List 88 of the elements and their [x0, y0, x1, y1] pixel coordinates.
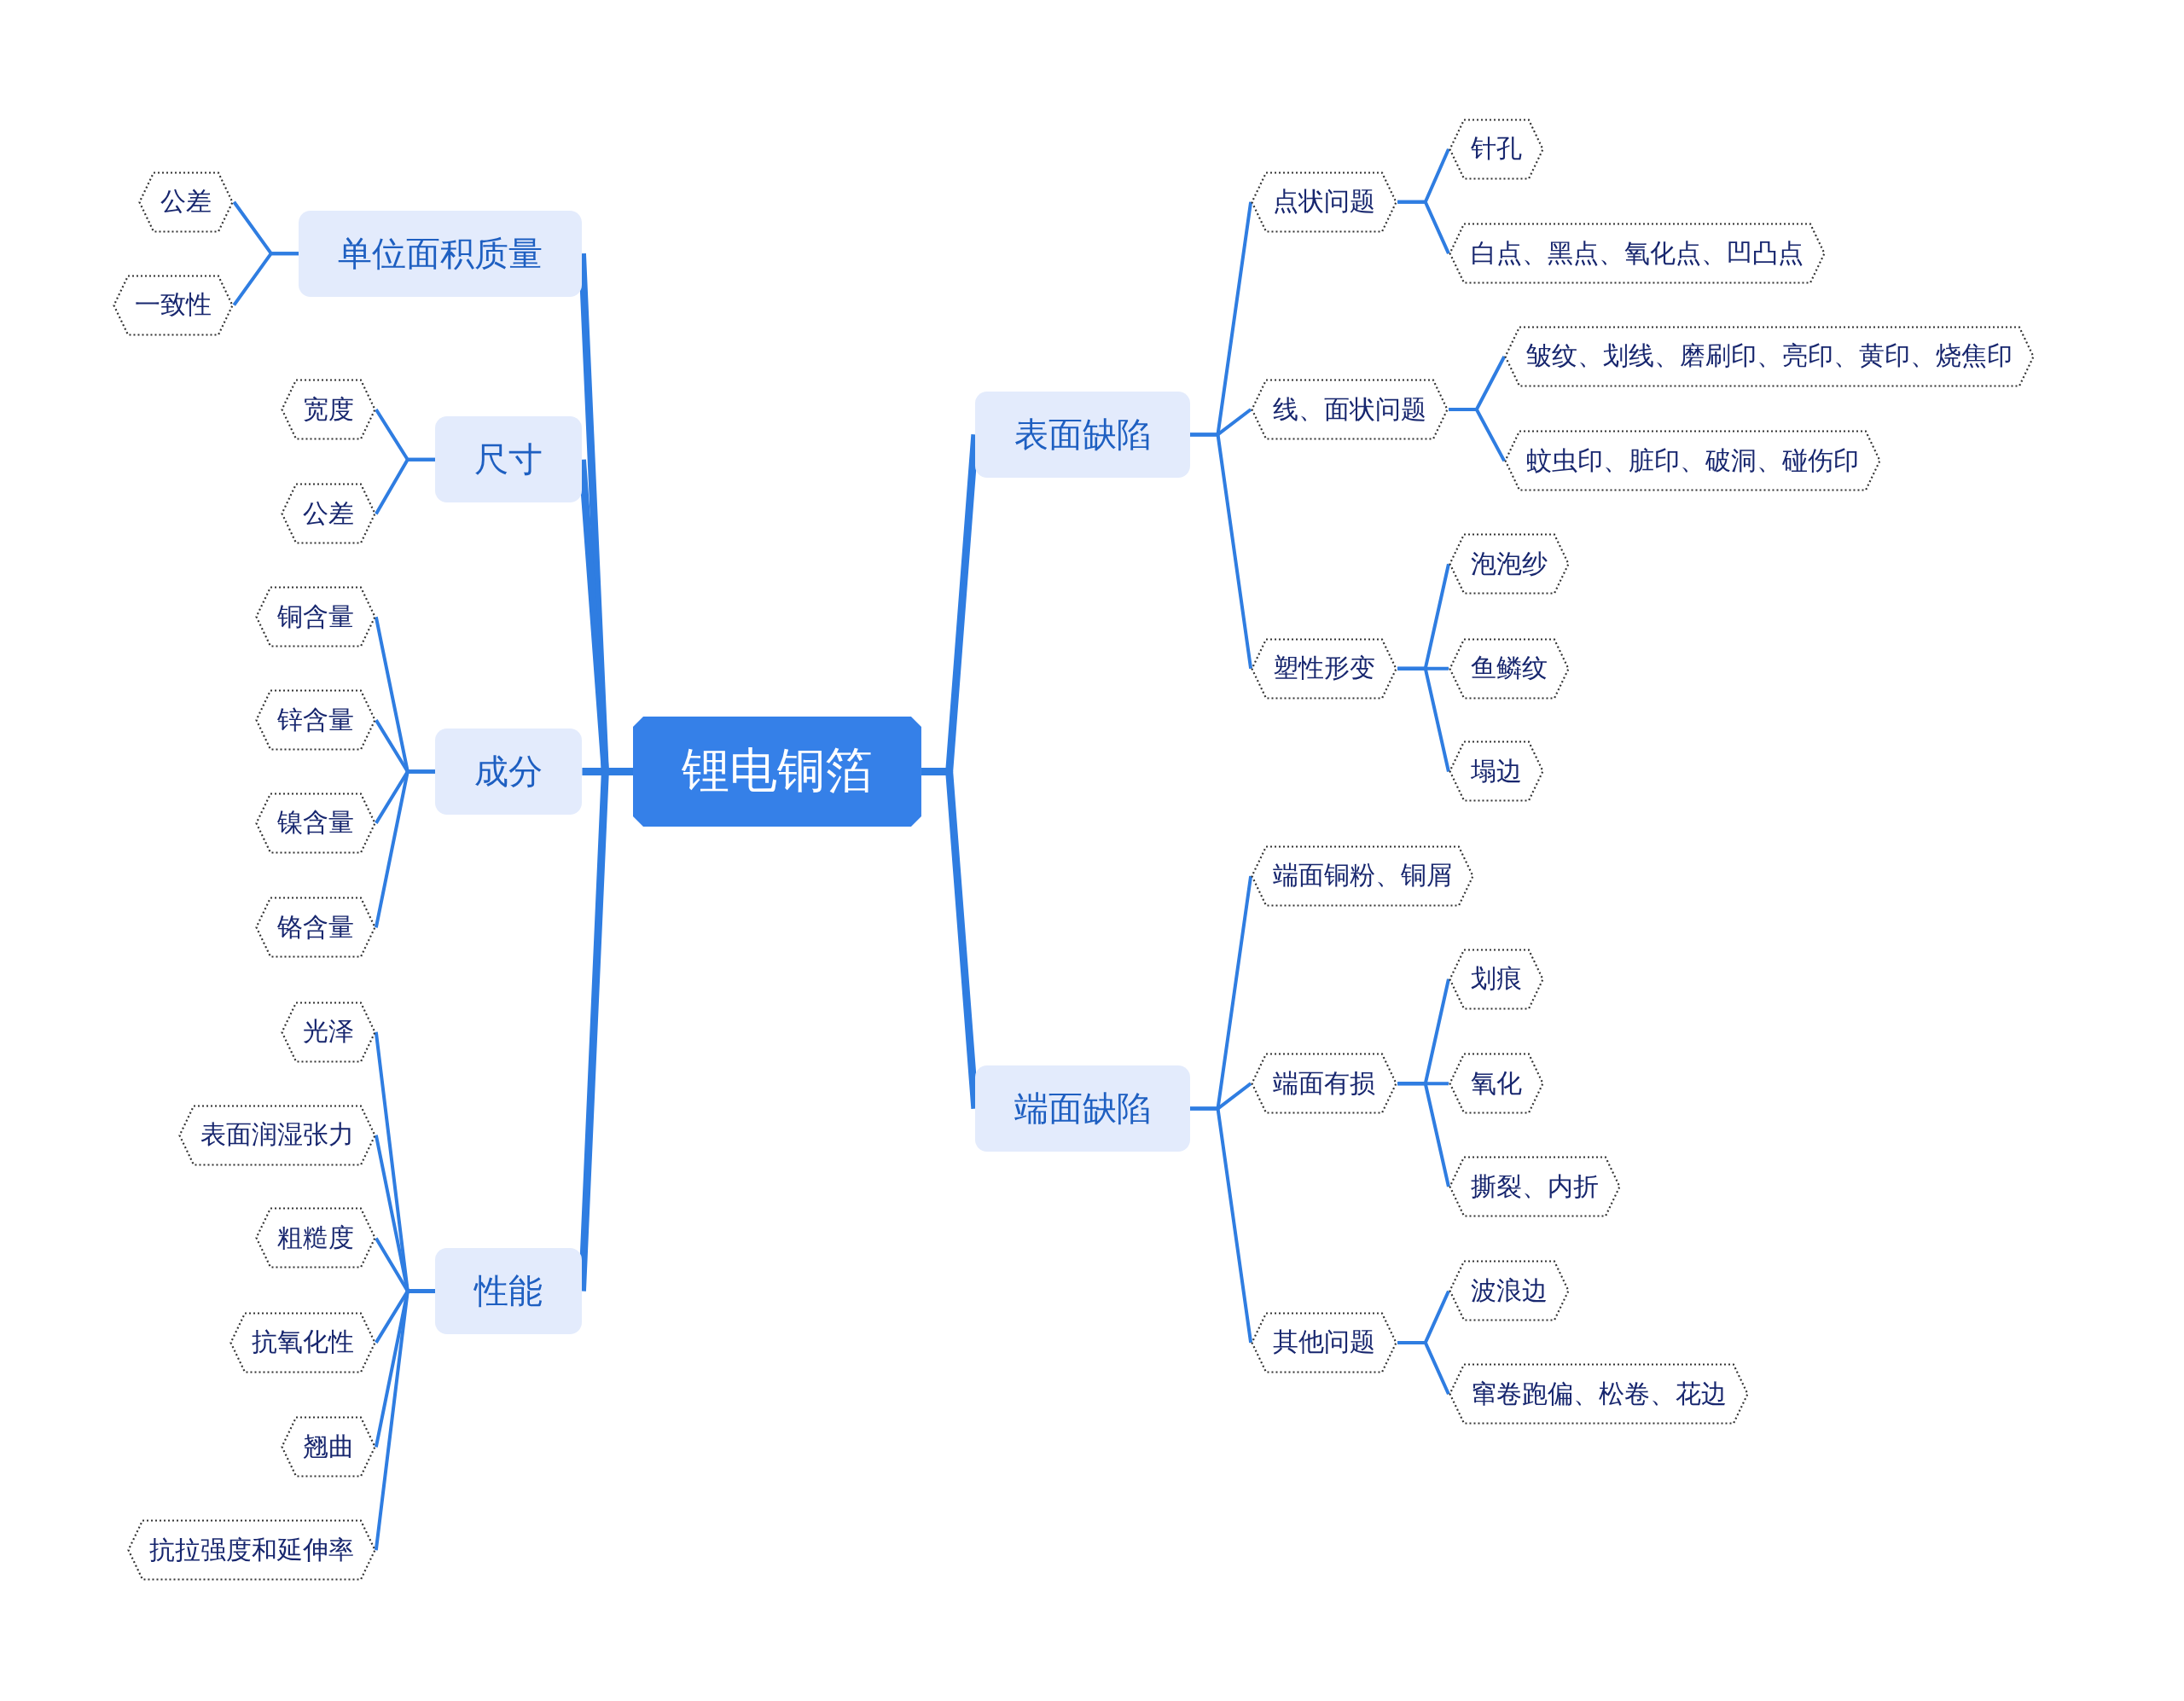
node-label: 宽度	[302, 392, 354, 426]
node-label: 针孔	[1470, 132, 1522, 165]
node-label: 铬含量	[276, 910, 354, 943]
node-label: 窜卷跑偏、松卷、花边	[1470, 1377, 1727, 1410]
subtopic-hexagon	[1448, 118, 1544, 180]
connector	[1397, 1340, 1450, 1396]
node-label: 锂电铜箔	[682, 741, 873, 800]
subtopic-hexagon	[1251, 1311, 1398, 1373]
subtopic-hexagon	[254, 689, 376, 752]
topic-box	[974, 1065, 1190, 1152]
subtopic-hexagon	[1448, 637, 1570, 700]
node-label: 端面铜粉、铜屑	[1273, 859, 1453, 892]
topic-box	[299, 210, 583, 297]
subtopic-hexagon	[1448, 533, 1570, 595]
node-label: 其他问题	[1273, 1326, 1376, 1359]
node-label: 单位面积质量	[338, 232, 543, 275]
connector	[375, 457, 436, 515]
node-label: 粗糙度	[276, 1221, 354, 1254]
connector	[1397, 666, 1450, 772]
connector	[374, 1289, 436, 1551]
connector	[1189, 1106, 1253, 1344]
node-label: 尺寸	[474, 438, 543, 481]
connector	[1189, 433, 1253, 669]
node-label: 一致性	[135, 288, 212, 322]
subtopic-hexagon	[254, 897, 376, 959]
subtopic-hexagon	[280, 1416, 376, 1478]
node-label: 光泽	[302, 1015, 354, 1048]
node-label: 性能	[474, 1269, 543, 1312]
subtopic-hexagon	[1251, 845, 1475, 907]
node-label: 公差	[302, 496, 354, 530]
node-label: 线、面状问题	[1273, 392, 1427, 426]
subtopic-hexagon	[1448, 740, 1544, 803]
subtopic-hexagon	[1448, 1053, 1544, 1115]
node-label: 端面缺陷	[1014, 1088, 1151, 1130]
node-label: 蚊虫印、脏印、破洞、碰伤印	[1526, 444, 1860, 477]
node-label: 表面润湿张力	[200, 1118, 354, 1152]
node-label: 镍含量	[276, 806, 354, 839]
subtopic-hexagon	[138, 171, 235, 233]
node-label: 公差	[160, 185, 212, 218]
subtopic-hexagon	[229, 1311, 376, 1373]
node-label: 锌含量	[276, 703, 354, 736]
connector	[1397, 1082, 1450, 1187]
subtopic-hexagon	[1504, 430, 1882, 492]
central-topic	[633, 717, 921, 827]
subtopic-hexagon	[254, 792, 376, 854]
subtopic-hexagon	[254, 1207, 376, 1269]
node-label: 点状问题	[1273, 185, 1376, 218]
node-label: 翘曲	[302, 1430, 354, 1463]
node-label: 抗氧化性	[251, 1326, 354, 1359]
subtopic-hexagon	[254, 586, 376, 648]
topic-box	[435, 416, 583, 503]
subtopic-hexagon	[1448, 1260, 1570, 1322]
subtopic-hexagon	[1251, 171, 1398, 233]
subtopic-hexagon	[280, 483, 376, 545]
node-label: 抗拉强度和延伸率	[148, 1533, 354, 1566]
node-label: 皱纹、划线、磨刷印、亮印、黄印、烧焦印	[1526, 340, 2013, 373]
node-label: 铜含量	[276, 600, 354, 633]
subtopic-hexagon	[1251, 379, 1449, 440]
node-label: 端面有损	[1273, 1066, 1376, 1100]
connector	[1397, 200, 1450, 254]
connector	[374, 769, 436, 928]
node-label: 泡泡纱	[1470, 547, 1548, 580]
topic-box	[974, 391, 1190, 478]
node-label: 成分	[474, 751, 543, 792]
subtopic-hexagon	[280, 1001, 376, 1063]
node-label: 鱼鳞纹	[1470, 652, 1548, 685]
subtopic-hexagon	[1251, 1053, 1398, 1115]
subtopic-hexagon	[177, 1104, 376, 1166]
connector	[232, 252, 299, 306]
subtopic-hexagon	[1448, 1363, 1749, 1425]
subtopic-hexagon	[126, 1519, 376, 1582]
topic-box	[435, 1247, 583, 1334]
subtopic-hexagon	[1448, 1156, 1621, 1217]
node-label: 撕裂、内折	[1470, 1170, 1599, 1203]
subtopic-hexagon	[1251, 637, 1398, 700]
node-label: 白点、黑点、氧化点、凹凸点	[1470, 236, 1804, 270]
topic-box	[435, 729, 583, 815]
subtopic-hexagon	[1448, 948, 1544, 1010]
node-label: 塑性形变	[1273, 652, 1376, 685]
node-label: 塌边	[1470, 755, 1522, 787]
node-label: 波浪边	[1470, 1274, 1548, 1307]
subtopic-hexagon	[280, 379, 376, 440]
node-label: 表面缺陷	[1014, 413, 1151, 456]
node-label: 氧化	[1470, 1066, 1522, 1100]
subtopic-hexagon	[113, 274, 235, 336]
subtopic-hexagon	[1448, 223, 1826, 285]
connector	[1449, 408, 1507, 462]
node-label: 划痕	[1470, 962, 1522, 996]
